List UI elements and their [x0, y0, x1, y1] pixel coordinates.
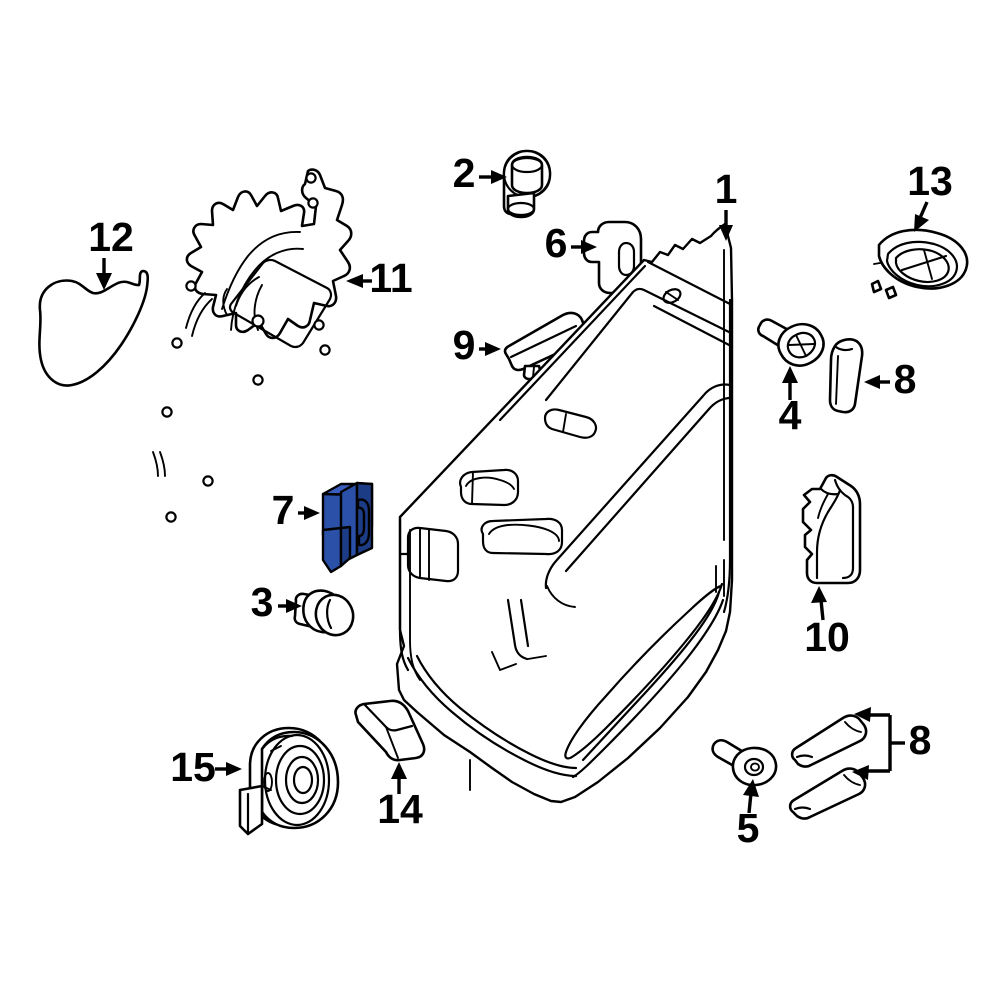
leader-8-lower	[852, 707, 905, 780]
callout-number-7: 7	[272, 487, 295, 533]
leader-8-upper	[864, 375, 890, 389]
part-8-screw-cover-cap-pair[interactable]	[788, 714, 868, 820]
callout-number-1: 1	[715, 166, 738, 212]
part-13-inside-handle-bezel[interactable]	[870, 228, 969, 300]
part-3-push-pin-retainer[interactable]	[293, 589, 355, 637]
leader-11	[346, 274, 372, 288]
part-5-round-head-screw[interactable]	[711, 738, 778, 787]
leader-7	[298, 506, 320, 520]
part-2-lock-knob-bezel[interactable]	[502, 149, 552, 219]
part-1-door-trim-panel[interactable]	[395, 222, 734, 804]
part-7-retainer-clip[interactable]	[321, 481, 374, 574]
part-12-corner-trim-cover[interactable]	[38, 269, 150, 387]
callout-number-6: 6	[545, 220, 568, 266]
callout-number-8-upper: 8	[894, 356, 917, 402]
part-14-lower-trim-wedge[interactable]	[354, 699, 426, 762]
leader-1	[719, 210, 733, 241]
callout-number-10: 10	[804, 614, 850, 660]
part-8-screw-cover-cap-upper[interactable]	[828, 338, 864, 414]
leader-12	[96, 258, 112, 290]
callout-number-2: 2	[453, 150, 476, 196]
leader-2	[479, 170, 507, 184]
callout-number-4: 4	[779, 392, 802, 438]
leader-15	[215, 762, 242, 776]
callout-number-3: 3	[251, 579, 274, 625]
leader-10	[811, 586, 827, 621]
leader-14	[391, 762, 407, 794]
leader-4	[782, 366, 798, 400]
callout-number-5: 5	[737, 805, 760, 851]
leader-6	[571, 240, 597, 254]
leader-13	[914, 201, 929, 232]
callout-number-9: 9	[453, 322, 476, 368]
callout-number-8-lower: 8	[909, 717, 932, 763]
callout-number-12: 12	[88, 214, 134, 260]
leader-9	[479, 342, 501, 356]
part-4-hex-flange-bolt[interactable]	[757, 318, 825, 367]
callout-number-14: 14	[377, 786, 423, 832]
callout-number-15: 15	[170, 744, 216, 790]
part-15-door-speaker[interactable]	[238, 726, 340, 836]
callout-number-11: 11	[369, 255, 412, 301]
leader-5	[743, 779, 759, 814]
part-10-rear-trim-end-cap[interactable]	[801, 473, 862, 585]
callout-number-13: 13	[907, 158, 953, 204]
leader-3	[278, 599, 302, 613]
part-11-water-shield[interactable]	[152, 161, 356, 523]
